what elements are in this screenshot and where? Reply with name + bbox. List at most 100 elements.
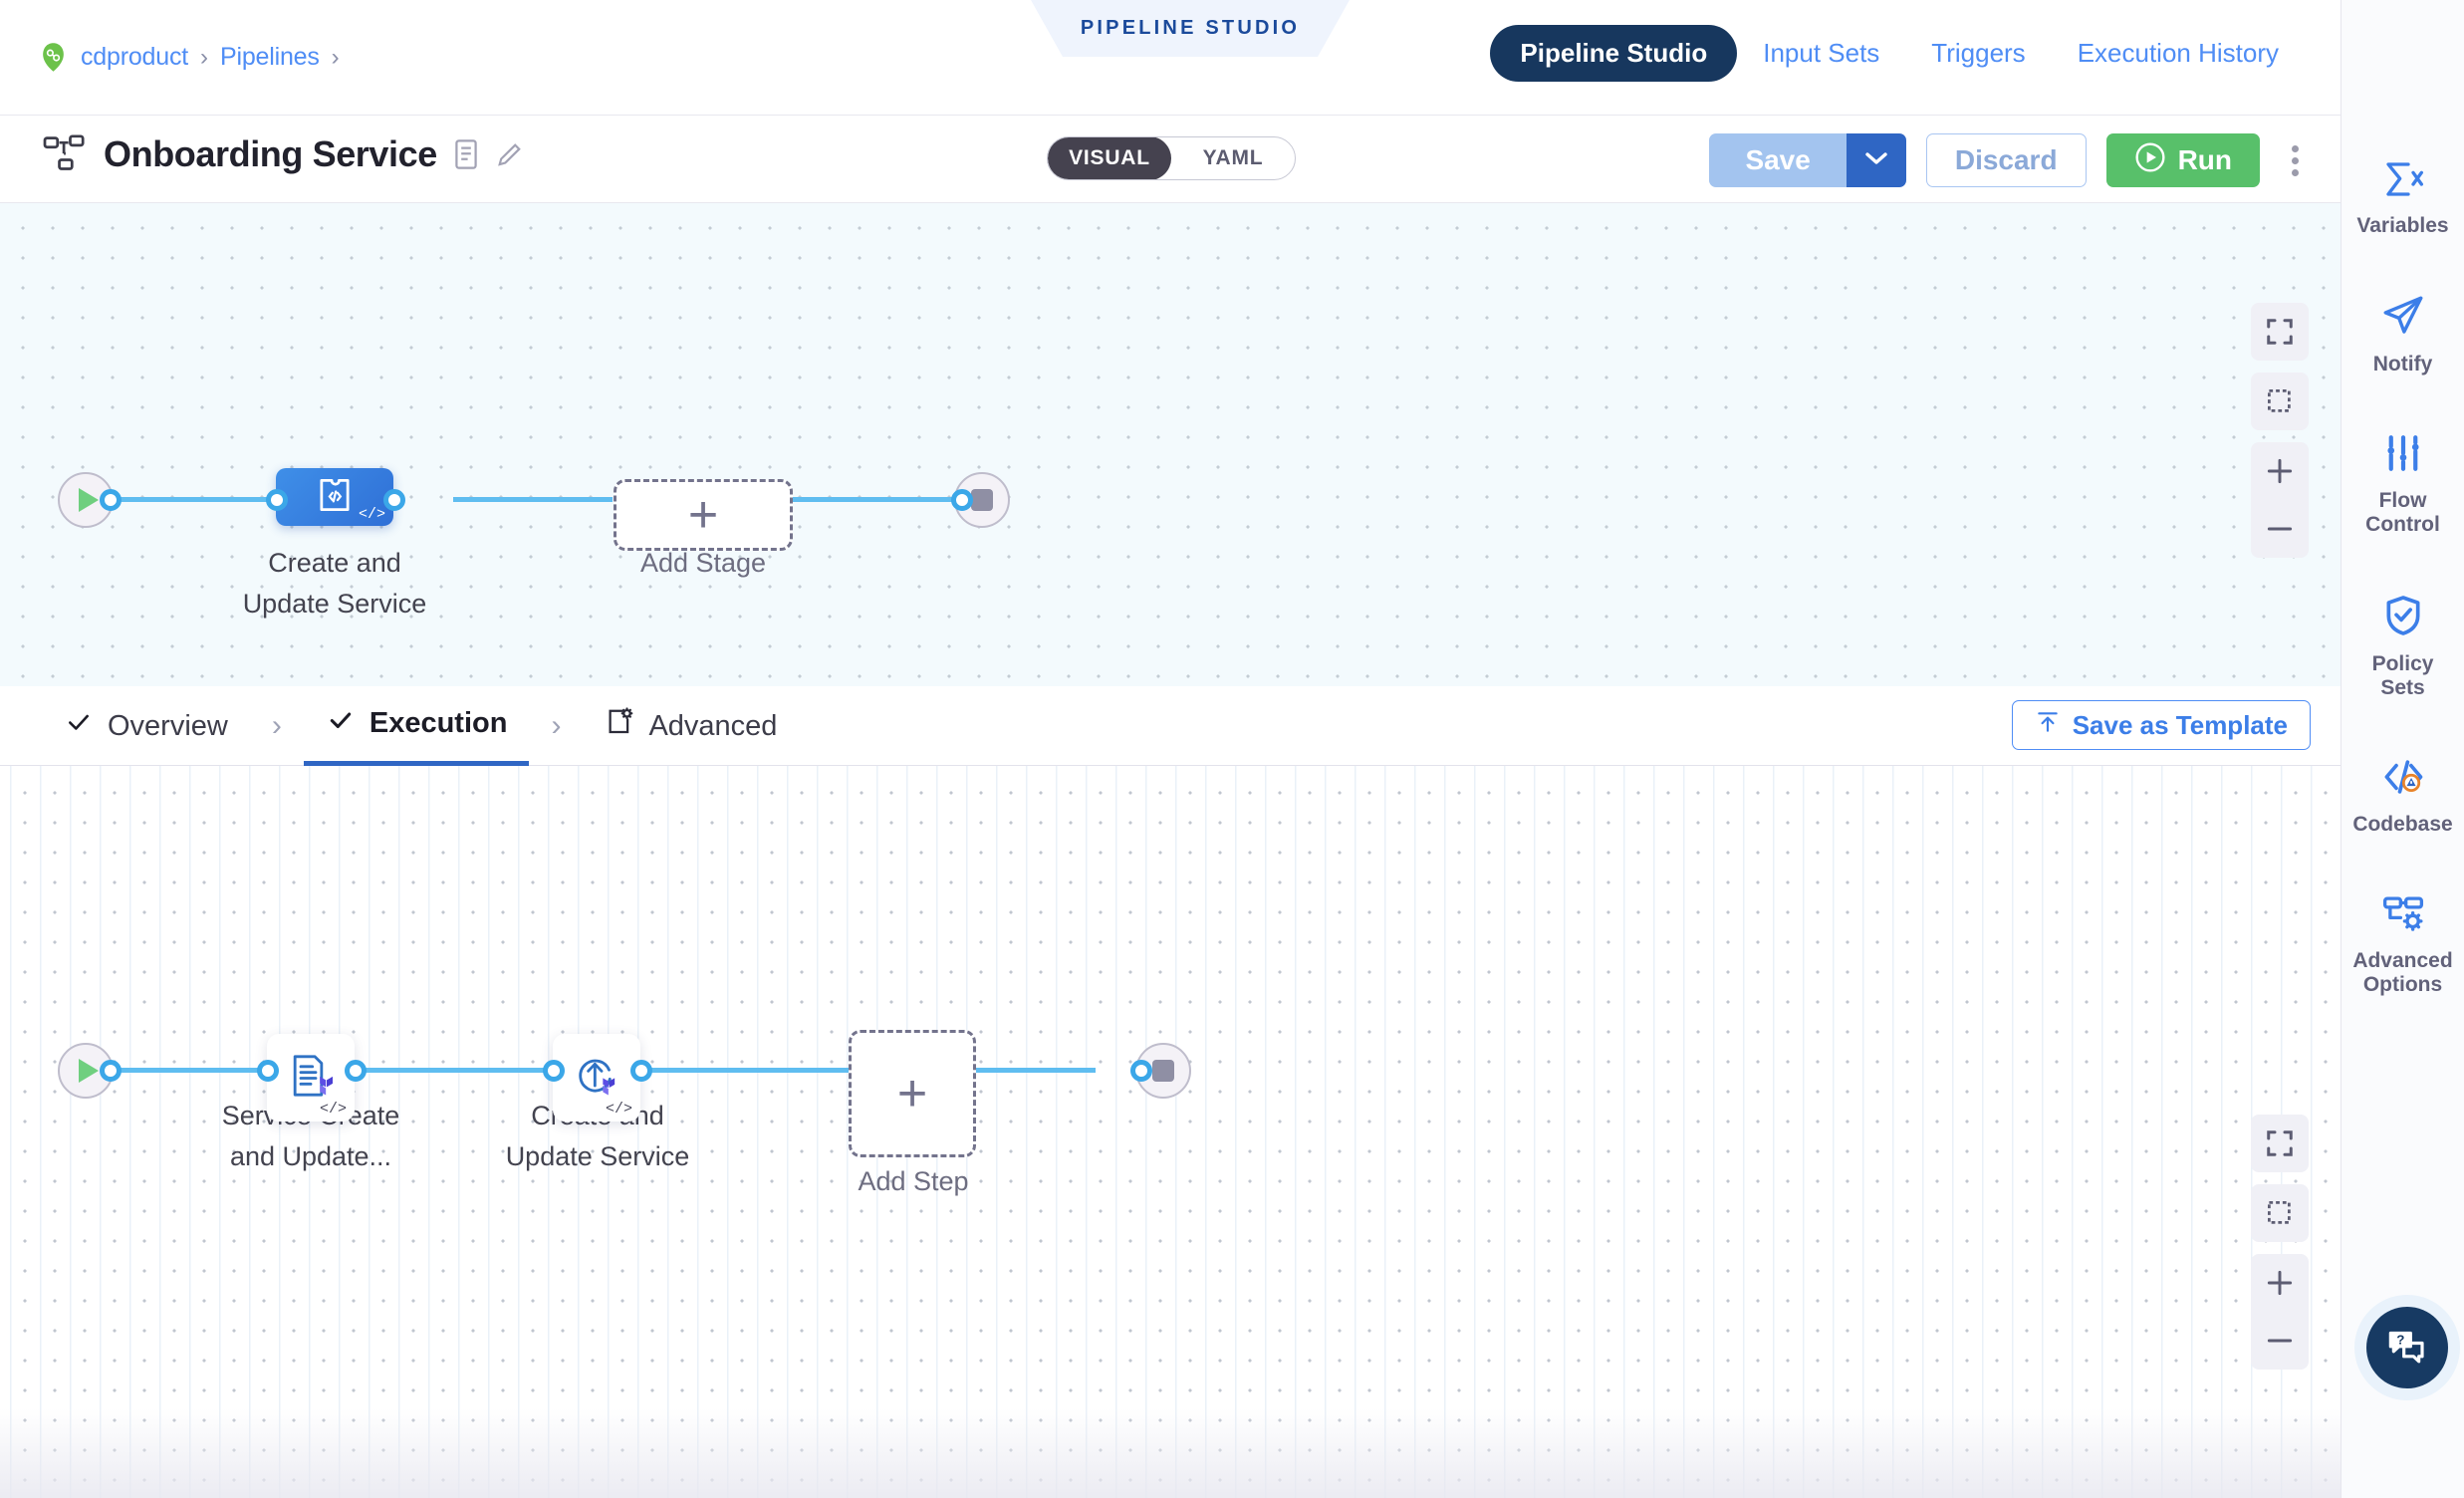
execution-canvas[interactable]: </> Service Create and Update... [0,766,2341,1498]
sidebar-item-policy-sets[interactable]: Policy Sets [2341,566,2464,728]
help-chat-button[interactable]: ? [2366,1307,2448,1388]
add-step-label: Add Step [858,1166,969,1196]
step-port-end[interactable] [1130,1060,1152,1082]
nav-input-sets[interactable]: Input Sets [1763,38,1880,68]
zoom-out-button[interactable] [2251,500,2309,558]
visual-yaml-toggle[interactable]: VISUAL YAML [1047,136,1296,180]
add-stage-button[interactable]: + [614,479,793,551]
save-button[interactable]: Save [1709,133,1847,187]
chevron-down-icon [1863,150,1889,171]
paper-plane-icon [2379,294,2427,343]
fit-screen-icon[interactable] [2251,303,2309,361]
sidebar-item-variables[interactable]: Variables [2341,131,2464,266]
breadcrumb-item-pipelines[interactable]: Pipelines [220,43,320,71]
description-icon[interactable] [453,138,479,170]
page-title: Onboarding Service [104,133,437,174]
terraform-plan-icon [286,1051,336,1106]
play-icon [78,1059,99,1083]
toggle-option-visual[interactable]: VISUAL [1048,137,1171,179]
step-2-port-out[interactable] [630,1060,652,1082]
breadcrumb-separator-2: › [331,43,340,71]
sidebar-item-flow-control[interactable]: Flow Control [2341,404,2464,565]
sidebar-label-variables: Variables [2356,214,2449,237]
pipeline-header: Onboarding Service VISUAL YAML Save [0,116,2341,203]
step-2-port-in[interactable] [543,1060,565,1082]
stage-canvas-controls [2251,303,2309,558]
step-1-port-in[interactable] [257,1060,279,1082]
nav-execution-history[interactable]: Execution History [2077,38,2279,68]
selection-box-icon[interactable] [2251,1184,2309,1242]
zoom-out-button[interactable] [2251,1312,2309,1370]
fit-screen-icon[interactable] [2251,1115,2309,1172]
sidebar-label-codebase: Codebase [2352,812,2453,836]
advanced-options-icon [2379,892,2427,939]
stage-port-in[interactable] [266,489,288,511]
stage-port-start[interactable] [100,489,122,511]
stage-port-out[interactable] [383,489,405,511]
breadcrumb: cdproduct › Pipelines › [38,42,340,73]
add-step-button[interactable]: + [849,1030,976,1157]
shield-check-icon [2381,594,2425,642]
run-button[interactable]: Run [2105,133,2260,187]
tab-execution[interactable]: Execution [303,686,530,766]
check-icon [64,709,94,743]
save-dropdown-button[interactable] [1846,133,1906,187]
step-1-port-out[interactable] [345,1060,367,1082]
zoom-in-button[interactable] [2251,442,2309,500]
harness-logo-icon [38,42,69,73]
play-circle-icon [2134,141,2166,180]
sidebar-item-notify[interactable]: Notify [2341,266,2464,404]
stage-node-layer: </> Create and Update Service + Add Stag… [0,203,2341,686]
step-port-start[interactable] [100,1060,122,1082]
studio-ribbon: PIPELINE STUDIO [1031,0,1350,57]
stage-edge-end [782,497,961,502]
zoom-in-button[interactable] [2251,1254,2309,1312]
step-edge-1 [279,1068,588,1073]
advanced-config-icon [605,707,634,745]
step-node-create-and-update-service[interactable]: </> [553,1034,640,1122]
breadcrumb-item-cdproduct[interactable]: cdproduct [81,43,188,71]
sidebar-item-advanced-options[interactable]: Advanced Options [2341,865,2464,1025]
stage-node-create-and-update-service[interactable]: </> [276,468,393,526]
execution-canvas-controls [2251,1115,2309,1370]
pipeline-start-node[interactable] [58,472,114,528]
pencil-icon[interactable] [495,138,523,170]
sigma-variables-icon [2380,159,2426,204]
save-as-template-button[interactable]: Save as Template [2011,700,2311,750]
sliders-icon [2381,432,2425,479]
sidebar-label-notify: Notify [2372,353,2433,376]
save-button-group: Save [1709,133,1906,187]
sidebar-item-codebase[interactable]: Codebase [2341,728,2464,865]
header-actions: Save Discard Run [1709,133,2311,187]
step-node-1-label: Service Create and Update... [221,1101,400,1171]
tab-separator-2: › [551,709,562,742]
sidebar-label-flow-control: Flow Control [2365,489,2440,537]
nav-triggers[interactable]: Triggers [1931,38,2026,68]
check-icon [326,707,356,741]
play-icon [78,488,99,512]
terraform-apply-icon [572,1051,621,1106]
zoom-controls [2251,1254,2309,1370]
execution-node-layer: </> Service Create and Update... [0,766,2341,1498]
tab-overview[interactable]: Overview [42,686,250,766]
tab-advanced[interactable]: Advanced [583,686,799,766]
custom-stage-icon [316,476,354,519]
svg-text:?: ? [2396,1332,2404,1347]
tab-overview-label: Overview [108,709,228,742]
toggle-option-yaml[interactable]: YAML [1202,146,1264,169]
nav-pipeline-studio[interactable]: Pipeline Studio [1490,25,1738,82]
stage-config-tabs: Overview › Execution › Advanced [0,686,2341,766]
stage-port-end[interactable] [951,489,973,511]
step-edge-start [88,1068,302,1073]
help-chat-icon: ? [2385,1326,2429,1371]
tab-execution-label: Execution [369,707,508,739]
step-node-service-create-and-update[interactable]: </> [267,1034,355,1122]
top-navigation: Pipeline Studio Input Sets Triggers Exec… [1490,25,2305,82]
stage-canvas[interactable]: </> Create and Update Service + Add Stag… [0,203,2341,686]
selection-box-icon[interactable] [2251,373,2309,430]
breadcrumb-separator: › [200,43,208,71]
kebab-menu-icon[interactable] [2280,137,2311,184]
step-template-badge: </> [319,1101,347,1118]
discard-button[interactable]: Discard [1925,133,2087,187]
